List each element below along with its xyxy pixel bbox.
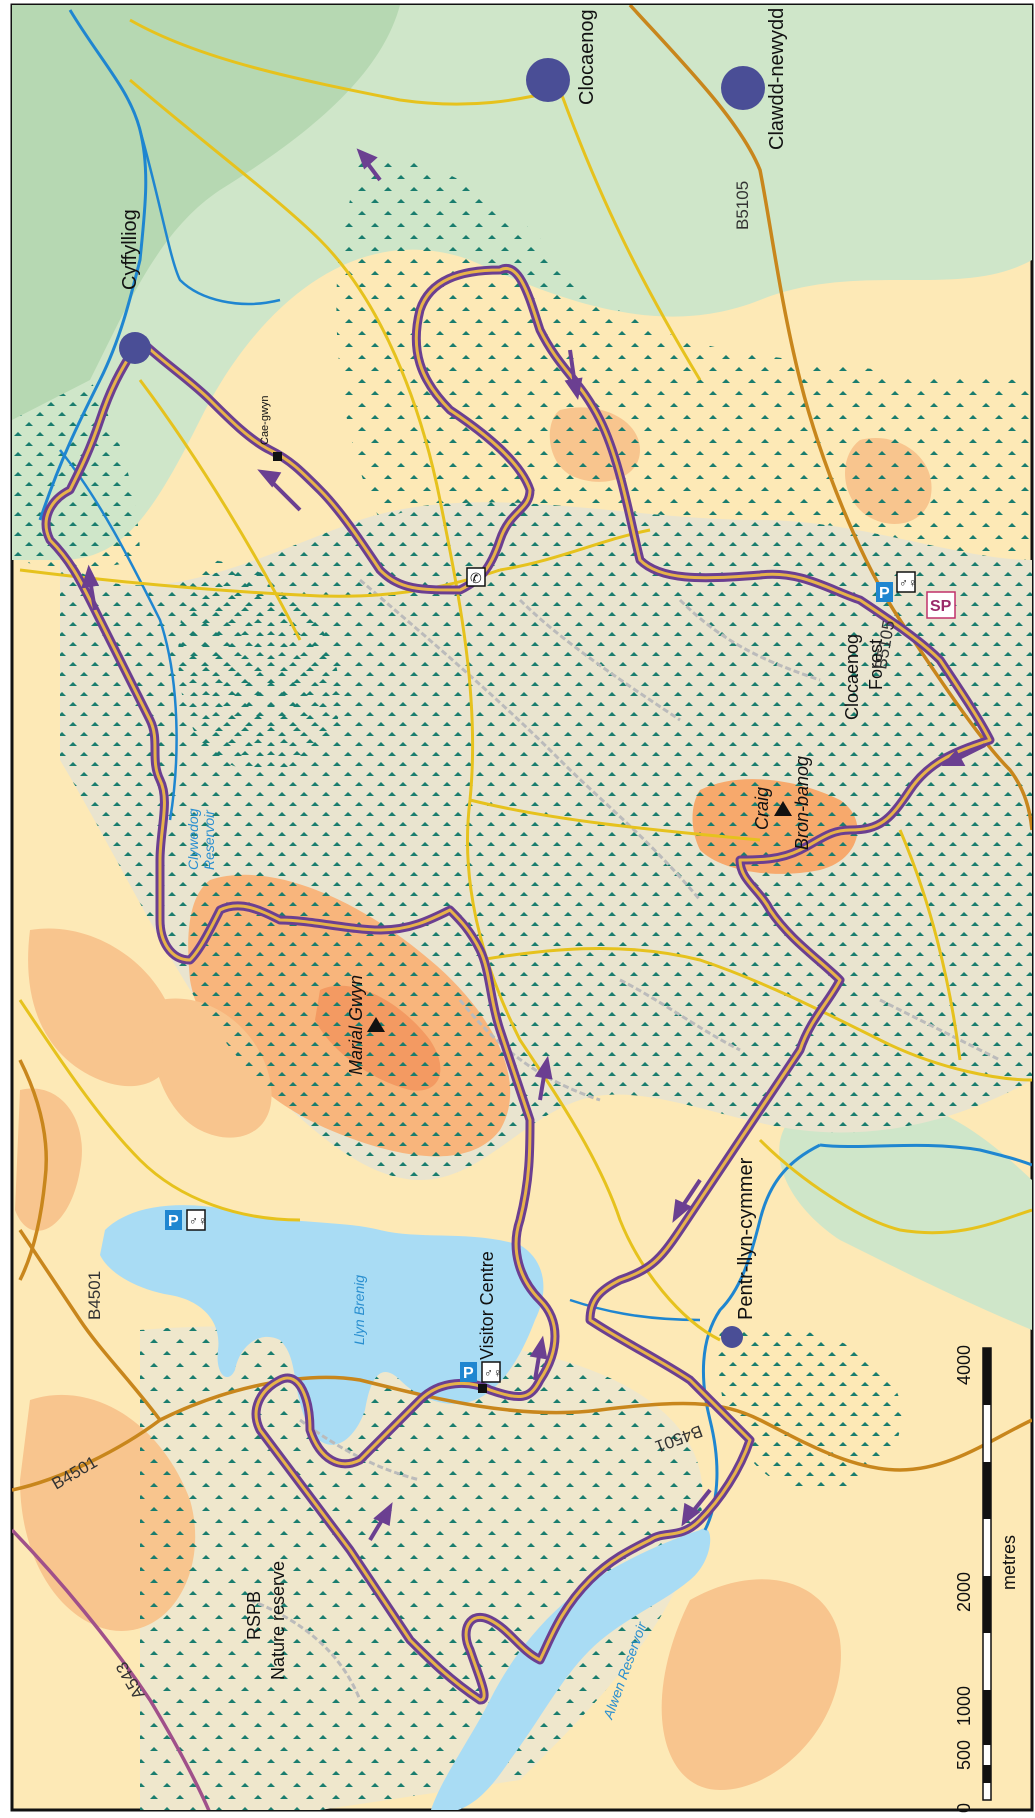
toilets-icon — [186, 1209, 206, 1231]
label-cyffylliog: Cyffylliog — [119, 209, 141, 290]
toilets-glyph: ♂♀ — [189, 1214, 207, 1228]
upland-orange-2 — [15, 1088, 82, 1231]
label-marial-gwyn: Marial Gwyn — [346, 975, 366, 1075]
scale-bar-segment — [983, 1690, 991, 1745]
river-pentre — [702, 1143, 821, 1531]
river-main — [38, 9, 148, 521]
toilets-icon — [896, 571, 916, 593]
label-clocaenog-forest-2: Forest — [866, 639, 886, 690]
summit-marial-gwyn-icon — [367, 1017, 385, 1032]
river-clywedog — [59, 449, 178, 821]
upland-green — [12, 5, 400, 420]
scale-bar-segment — [983, 1576, 991, 1633]
label-craig: Craig — [752, 787, 772, 830]
settlement-cyffylliog-marker — [119, 332, 151, 364]
river-east — [138, 129, 281, 306]
arrow-icon — [941, 749, 966, 766]
upland-orange-3 — [661, 1579, 841, 1790]
settlement-clawdd-newydd-marker — [721, 66, 765, 110]
forest-trees-east — [718, 1327, 902, 1492]
label-rspb: RSPB — [244, 1591, 264, 1640]
label-nature-reserve: Nature reserve — [268, 1561, 288, 1680]
arrow-icon — [81, 564, 99, 589]
scale-bar-segment — [983, 1348, 991, 1405]
parking-icon — [876, 582, 893, 602]
parking-llyn-brenig-north: P ♂♀ — [165, 1209, 207, 1231]
label-clocaenog-forest-1: Clocaenog — [842, 634, 862, 720]
arrow-icon — [681, 1502, 701, 1527]
arrow-icon — [356, 148, 378, 170]
scale-tick-1000: 1000 — [954, 1686, 974, 1726]
scale-bar-segment — [983, 1462, 991, 1519]
upland-orange-4 — [28, 928, 176, 1087]
cae-gwyn-marker — [273, 452, 282, 461]
walking-route — [41, 264, 995, 1705]
label-bron-banog: Bron-banog — [792, 756, 812, 850]
toilets-icon — [481, 1361, 501, 1383]
parking-icon — [165, 1210, 182, 1230]
visitor-centre-marker — [478, 1384, 487, 1393]
parking-label: P — [879, 585, 890, 602]
scale-tick-4000: 4000 — [954, 1345, 974, 1385]
label-clywedog: Clywedog — [185, 808, 201, 870]
alwen-reservoir-lake — [431, 1528, 711, 1810]
scale-bar-segment — [983, 1765, 991, 1783]
toilets-glyph: ♂♀ — [484, 1366, 502, 1380]
scale-tick-500: 500 — [954, 1740, 974, 1770]
scale-unit: metres — [999, 1535, 1019, 1590]
river-south — [819, 1143, 1032, 1167]
summit-craig-icon — [774, 801, 792, 816]
start-point-marker — [926, 591, 956, 619]
label-road-b5105-a: B5105 — [733, 181, 752, 230]
settlement-pentre-marker — [721, 1326, 743, 1348]
llyn-brenig-lake — [100, 1205, 544, 1445]
scale-tick-0: 0 — [954, 1803, 974, 1813]
toilets-glyph: ♂♀ — [899, 576, 917, 590]
arrow-icon — [672, 1199, 692, 1223]
river-link — [569, 1298, 701, 1322]
forest-tracks — [249, 578, 1001, 1701]
parking-label: P — [463, 1365, 474, 1382]
parking-visitor-centre: P ♂♀ — [460, 1361, 502, 1393]
arrow-icon — [564, 377, 583, 401]
scale-tick-2000: 2000 — [954, 1572, 974, 1612]
label-llyn-brenig: Llyn Brenig — [351, 1275, 367, 1345]
label-pentre-llyn-cymmer: Pentr-llyn-cymmer — [735, 1157, 757, 1320]
label-road-b4501-a: B4501 — [85, 1271, 104, 1320]
label-reservoir: Reservoir — [201, 809, 217, 870]
label-clawdd-newydd: Clawdd-newydd — [766, 8, 788, 150]
b-roads — [12, 5, 1032, 1492]
parking-label: P — [168, 1213, 179, 1230]
arrow-icon — [268, 478, 302, 512]
arrow-icon — [534, 1055, 553, 1080]
parking-clocaenog: P ♂♀ — [876, 571, 917, 602]
scale-bar: 0 500 1000 2000 4000 metres — [954, 1345, 1019, 1813]
arrow-icon — [257, 469, 282, 488]
arrow-icon — [373, 1502, 393, 1526]
river-valley-green — [779, 1100, 1032, 1330]
start-point-label: SP — [930, 598, 952, 615]
phone-glyph: ✆ — [470, 570, 482, 586]
label-cae-gwyn: Cae-gwyn — [259, 395, 271, 445]
label-visitor-centre: Visitor Centre — [477, 1251, 497, 1360]
parking-icon — [460, 1362, 477, 1382]
phone-icon — [466, 567, 486, 587]
a-road-a543 — [12, 1528, 211, 1810]
settlement-clocaenog-marker — [526, 58, 570, 102]
forest-trees-upper — [178, 560, 340, 772]
label-clocaenog: Clocaenog — [576, 9, 598, 105]
arrow-icon — [529, 1335, 548, 1360]
forest-trees-south — [140, 1326, 703, 1810]
route-direction-arrows — [81, 148, 986, 1542]
